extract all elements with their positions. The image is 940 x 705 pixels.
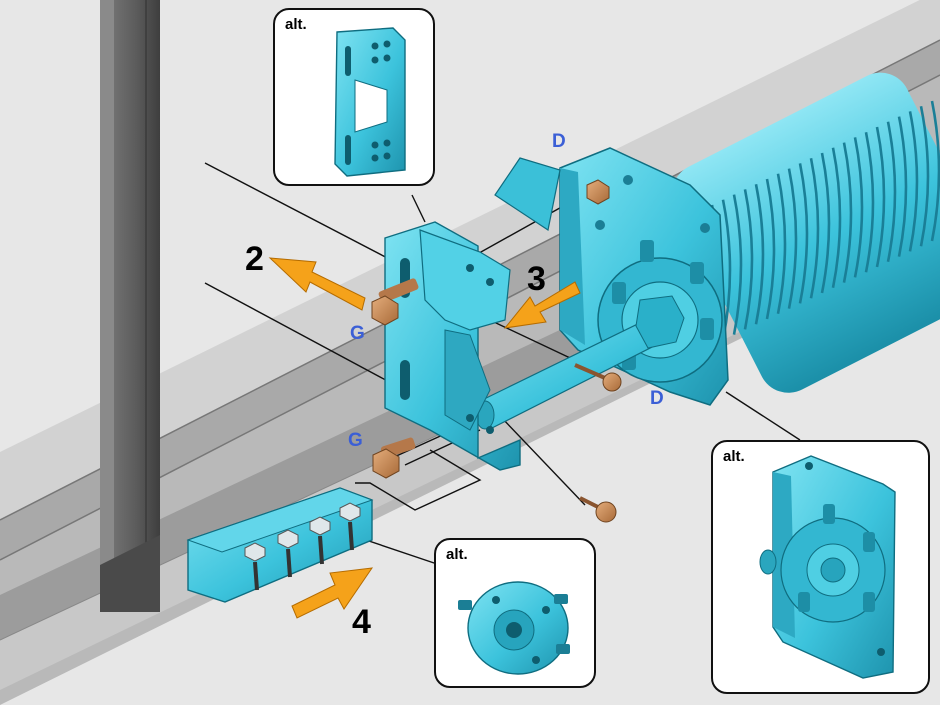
spring-coil [743, 189, 754, 330]
spring-coil [864, 131, 875, 273]
spring-coil [809, 157, 820, 299]
drive-shaft [475, 295, 685, 430]
side-label-g-lower: G [348, 430, 363, 451]
spring-coil [919, 105, 930, 247]
shaft-coupling [186, 487, 374, 603]
arrow-step-2 [268, 257, 366, 311]
spring-coil [798, 163, 809, 304]
spring-coil [886, 121, 897, 263]
bolt-upper-g [371, 278, 419, 326]
spring-coil [875, 126, 886, 268]
torsion-spring [672, 72, 940, 393]
spring-coil [853, 137, 864, 278]
spring-coil [787, 168, 798, 309]
inset-alternate-bearing-plate: alt. [711, 440, 930, 694]
wedge-pointer [494, 157, 561, 231]
fasteners [371, 179, 622, 523]
side-label-d-upper: D [552, 131, 566, 152]
bolt-lower-g [372, 437, 416, 479]
alternate-bracket-drawing [334, 27, 406, 177]
spring-coil [732, 194, 743, 335]
inset-alternate-bracket: alt. [273, 8, 435, 186]
spring-coil [820, 152, 831, 294]
arrow-step-3 [503, 281, 581, 329]
alternate-coupling-drawing [458, 581, 570, 675]
spring-coil [831, 147, 842, 289]
arrow-step-4 [291, 567, 374, 619]
inset-alt-label: alt. [285, 16, 307, 33]
vertical-post [100, 0, 160, 612]
screw-middle [574, 363, 622, 392]
screw-lower [579, 496, 617, 523]
nut-upper-d [586, 179, 610, 205]
spring-coil [908, 111, 919, 252]
step-number-3: 3 [527, 260, 546, 298]
inset-alt-label: alt. [723, 448, 745, 465]
mounting-bracket [384, 221, 521, 471]
spring-coil [776, 173, 787, 315]
spring-coil [754, 183, 765, 325]
step-number-4: 4 [352, 603, 371, 641]
side-label-d-lower: D [650, 388, 664, 409]
spring-coil [897, 116, 908, 257]
spring-coil [765, 178, 776, 320]
alternate-bearing-plate-drawing [759, 455, 896, 679]
side-label-g-upper: G [350, 323, 365, 344]
spring-coil [842, 142, 853, 283]
spring-coil [930, 100, 940, 242]
step-number-2: 2 [245, 240, 264, 278]
inset-alt-label: alt. [446, 546, 468, 563]
inset-alternate-coupling: alt. [434, 538, 596, 688]
